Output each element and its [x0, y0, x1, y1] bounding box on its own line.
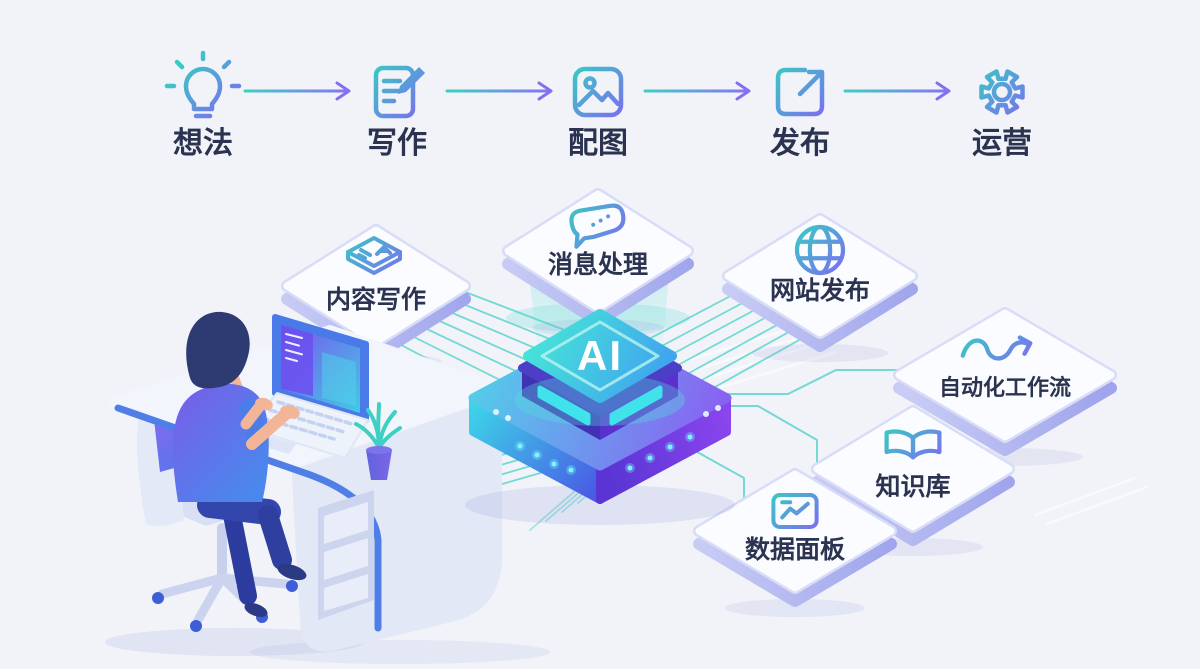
desk-shadow: [250, 640, 550, 664]
tile-label: 内容写作: [326, 285, 426, 314]
chip-leds: [493, 405, 721, 475]
image-icon: [572, 66, 624, 118]
share-icon: [775, 67, 825, 117]
person-hair: [186, 311, 250, 389]
gear-icon: [979, 69, 1025, 115]
workflow-arrow: [445, 81, 553, 101]
workflow-arrow: [243, 81, 351, 101]
workflow-icon: [960, 335, 1033, 361]
workflow-step-writing: 写作: [367, 65, 427, 160]
workflow-step-label: 发布: [769, 127, 830, 160]
tile-label: 消息处理: [548, 250, 648, 279]
tile-label: 网站发布: [770, 276, 870, 305]
lightbulb-icon: [164, 50, 242, 119]
workflow-arrow: [643, 81, 751, 101]
ai-label: AI: [577, 332, 623, 379]
person-illustration: [172, 311, 307, 617]
book-icon: [884, 429, 942, 460]
workspace-scene: [105, 311, 550, 664]
plant-illustration: [354, 402, 402, 480]
workflow-step-label: 配图: [568, 127, 628, 160]
ai-core-chip: AI: [465, 309, 735, 525]
tile-message-processing: 消息处理: [502, 188, 694, 327]
desk-drawers: [318, 490, 374, 620]
workflow-step-idea: 想法: [164, 50, 242, 160]
globe-icon: [794, 224, 846, 276]
chat-bubble-icon: [569, 203, 626, 249]
writing-icon: [373, 65, 425, 119]
workflow-step-label: 写作: [367, 127, 427, 160]
tile-website-publishing: 网站发布: [722, 213, 918, 352]
tile-knowledge-base: 知识库: [811, 405, 1015, 546]
workflow-step-label: 想法: [173, 127, 233, 160]
tile-automation-workflow: 自动化工作流: [893, 307, 1117, 456]
chair-shadow: [105, 628, 365, 656]
tile-data-dashboard: 数据面板: [693, 468, 897, 607]
workflow-step-publish: 发布: [769, 67, 830, 160]
tile-label: 数据面板: [745, 536, 845, 564]
tile-label: 自动化工作流: [939, 375, 1071, 400]
workflow-arrow: [843, 81, 951, 101]
laptop-illustration: [247, 314, 369, 459]
workflow-row: 想法 写作 配图: [164, 50, 1032, 160]
tile-label: 知识库: [875, 473, 950, 501]
dashboard-icon: [771, 492, 819, 530]
workflow-step-label: 运营: [972, 127, 1032, 160]
document-icon: [346, 236, 402, 275]
workflow-step-operation: 运营: [972, 69, 1032, 160]
workflow-step-illustration: 配图: [568, 66, 628, 160]
tile-content-writing: 内容写作: [281, 224, 471, 361]
